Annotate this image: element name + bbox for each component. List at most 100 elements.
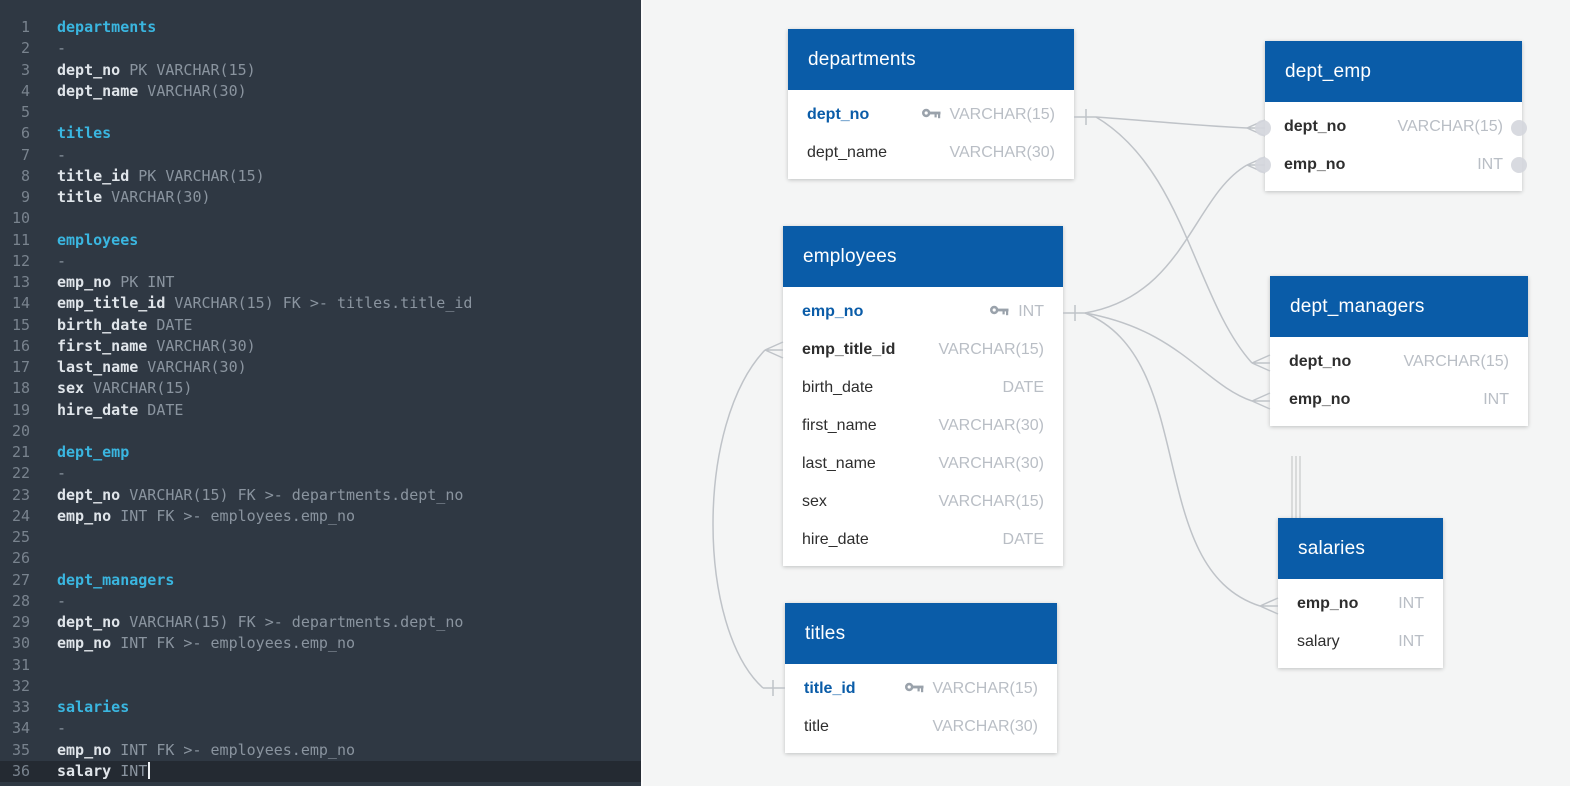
table-header: dept_managers bbox=[1270, 276, 1528, 337]
code-token: sex bbox=[57, 379, 85, 398]
editor-line[interactable]: 32 bbox=[0, 676, 641, 697]
editor-line[interactable]: 31 bbox=[0, 655, 641, 676]
code-token: salary bbox=[57, 761, 112, 780]
editor-line[interactable]: 7- bbox=[0, 145, 641, 166]
editor-line[interactable]: 25 bbox=[0, 527, 641, 548]
line-code: employees bbox=[57, 230, 138, 251]
field-type: INT bbox=[1483, 391, 1509, 408]
editor-line[interactable]: 22- bbox=[0, 463, 641, 484]
table-title: salaries bbox=[1298, 537, 1366, 559]
line-number: 26 bbox=[11, 549, 30, 568]
editor-line[interactable]: 34- bbox=[0, 718, 641, 739]
line-number: 9 bbox=[20, 188, 30, 206]
field-type: INT bbox=[1398, 633, 1424, 650]
one-marker bbox=[1063, 305, 1085, 321]
field-row: emp_no INT bbox=[783, 293, 1063, 331]
editor-line[interactable]: 33 salaries bbox=[0, 697, 641, 718]
editor-line[interactable]: 9 title VARCHAR(30) bbox=[0, 187, 641, 208]
editor-line[interactable]: 5 bbox=[0, 102, 641, 123]
code-token: dept_name bbox=[57, 81, 139, 100]
line-number: 29 bbox=[11, 613, 30, 631]
splitter-handle[interactable] bbox=[1291, 456, 1301, 518]
field-name: emp_no bbox=[802, 303, 864, 320]
line-code: - bbox=[57, 38, 66, 59]
line-code: dept_name VARCHAR(30) bbox=[57, 81, 247, 102]
line-number: 2 bbox=[20, 39, 30, 58]
code-token: emp_no bbox=[57, 506, 112, 525]
code-token: VARCHAR(15) FK >- departments.dept_no bbox=[120, 613, 464, 631]
code-token: titles bbox=[57, 124, 112, 143]
editor-line[interactable]: 20 bbox=[0, 421, 641, 442]
field-type: DATE bbox=[1002, 531, 1044, 548]
field-name: salary bbox=[1297, 633, 1340, 650]
line-number: 10 bbox=[11, 209, 30, 228]
editor-line[interactable]: 2- bbox=[0, 38, 641, 59]
field-row: emp_title_id VARCHAR(15) bbox=[783, 331, 1063, 369]
line-number: 33 bbox=[11, 698, 30, 716]
field-type: VARCHAR(15) bbox=[1397, 118, 1504, 135]
key-icon bbox=[990, 303, 1009, 321]
field-row: salary INT bbox=[1278, 623, 1443, 661]
field-type: INT bbox=[1398, 595, 1424, 612]
field-name: emp_title_id bbox=[802, 341, 896, 358]
table-header: employees bbox=[783, 226, 1063, 287]
many-crowfoot-marker bbox=[1259, 597, 1279, 615]
field-name: dept_name bbox=[807, 144, 888, 161]
code-token: departments bbox=[57, 18, 157, 36]
field-name: dept_no bbox=[807, 106, 870, 123]
table-header: titles bbox=[785, 603, 1057, 664]
editor-line[interactable]: 10 bbox=[0, 208, 641, 229]
field-type: DATE bbox=[1002, 379, 1044, 396]
field-type: VARCHAR(15) bbox=[949, 106, 1056, 123]
editor-line[interactable]: 12- bbox=[0, 251, 641, 272]
line-code: salary INT bbox=[57, 761, 151, 782]
line-number: 3 bbox=[20, 60, 30, 79]
code-token: - bbox=[57, 464, 67, 483]
editor-line[interactable]: 26 bbox=[0, 548, 641, 569]
line-code: salaries bbox=[57, 697, 129, 718]
line-code: sex VARCHAR(15) bbox=[57, 378, 192, 399]
field-name: title bbox=[804, 718, 829, 735]
line-code: title VARCHAR(30) bbox=[57, 187, 211, 208]
code-token: title_id bbox=[57, 166, 130, 185]
code-token: PK INT bbox=[111, 273, 175, 291]
code-token: dept_no bbox=[57, 60, 121, 79]
table-employees[interactable]: employees emp_no INT emp_title_id VARCHAR(15… bbox=[783, 226, 1063, 566]
line-code: birth_date DATE bbox=[57, 315, 192, 336]
editor-line[interactable]: 28- bbox=[0, 591, 641, 612]
field-type: VARCHAR(15) bbox=[938, 341, 1045, 358]
code-token: title bbox=[57, 188, 103, 206]
field-type: INT bbox=[1018, 303, 1044, 320]
